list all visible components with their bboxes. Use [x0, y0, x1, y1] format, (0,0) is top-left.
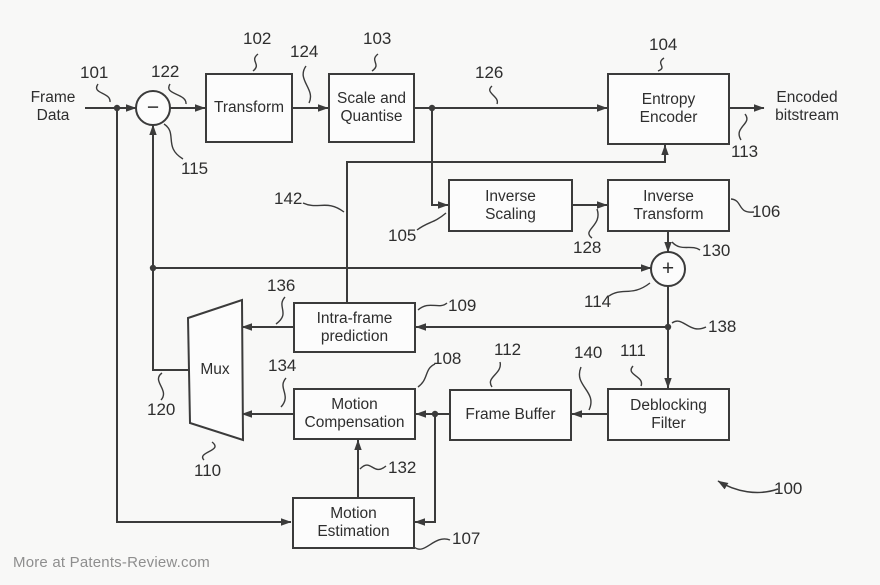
block-inverse-transform-line1: Inverse [643, 187, 694, 205]
block-inverse-scaling-line1: Inverse [485, 187, 536, 205]
ref-136: 136 [267, 276, 296, 295]
block-deblocking-filter-line2: Filter [651, 414, 686, 432]
ref-100: 100 [774, 479, 803, 498]
junction-dot [431, 410, 439, 418]
ref-134: 134 [268, 356, 297, 375]
io-frame-data-line1: Frame [30, 89, 76, 106]
block-motion-estimation-line2: Estimation [317, 523, 390, 540]
block-inverse-scaling: Inverse Scaling [448, 179, 573, 232]
junction-dot [428, 104, 436, 112]
block-intra-prediction-line1: Intra-frame [316, 309, 393, 327]
io-encoded-bitstream-line1: Encoded [776, 89, 838, 106]
ref-124: 124 [290, 42, 319, 61]
block-intra-prediction: Intra-frame prediction [293, 302, 416, 353]
ref-140: 140 [574, 343, 603, 362]
ref-110: 110 [194, 461, 222, 480]
ref-108: 108 [433, 349, 462, 368]
ref-142: 142 [274, 189, 303, 208]
block-motion-compensation-line1: Motion [331, 396, 378, 413]
ref-102: 102 [243, 29, 272, 48]
line-intra-prediction-to-entropy [346, 144, 669, 302]
block-entropy-encoder-line1: Entropy [641, 91, 696, 108]
ref-120: 120 [147, 400, 176, 419]
junction-dot [113, 104, 121, 112]
ref-138: 138 [708, 317, 737, 336]
ref-115: 115 [181, 159, 209, 178]
ref-109: 109 [448, 296, 477, 315]
block-entropy-encoder: Entropy Encoder [607, 73, 730, 145]
adder-symbol: + [661, 257, 675, 280]
line-quantised-to-inverse-scaling [431, 108, 449, 209]
block-motion-compensation: Motion Compensation [293, 388, 416, 440]
ref-132: 132 [388, 458, 417, 477]
adder-circle [650, 251, 686, 287]
subtractor-symbol: − [146, 96, 160, 119]
block-mux-label: Mux [200, 361, 230, 378]
ref-104: 104 [649, 35, 678, 54]
block-deblocking-filter: Deblocking Filter [607, 388, 730, 441]
ref-105: 105 [388, 226, 417, 245]
subtractor-circle [135, 90, 171, 126]
ref-101: 101 [80, 63, 109, 82]
junction-dots [113, 104, 672, 418]
block-deblocking-filter-line1: Deblocking [630, 396, 707, 414]
overall-reference-arrow [717, 480, 779, 494]
watermark: More at Patents-Review.com [13, 554, 210, 571]
block-scale-quantise-line1: Scale and [337, 90, 406, 107]
io-frame-data: Frame Data [24, 89, 82, 125]
ref-126: 126 [475, 63, 504, 82]
block-inverse-scaling-line2: Scaling [485, 205, 536, 223]
ref-113: 113 [731, 142, 759, 161]
ref-111: 111 [620, 341, 646, 360]
ref-112: 112 [494, 340, 522, 359]
block-frame-buffer: Frame Buffer [449, 389, 572, 441]
block-transform-label: Transform [213, 99, 285, 116]
io-encoded-bitstream-line2: bitstream [775, 107, 839, 124]
ref-106: 106 [752, 202, 781, 221]
block-intra-prediction-line2: prediction [320, 327, 389, 345]
block-frame-buffer-label: Frame Buffer [465, 406, 556, 423]
block-scale-quantise-line2: Quantise [340, 108, 403, 125]
junction-dot [149, 264, 157, 272]
ref-122: 122 [151, 62, 180, 81]
block-inverse-transform: Inverse Transform [607, 179, 730, 232]
operator-shapes [135, 90, 686, 442]
io-encoded-bitstream: Encoded bitstream [766, 89, 848, 125]
ref-107: 107 [452, 529, 481, 548]
block-motion-estimation: Motion Estimation [292, 497, 415, 549]
block-motion-compensation-line2: Compensation [304, 414, 405, 431]
reference-leader-lines [95, 53, 755, 550]
connector-lines [85, 104, 765, 526]
block-motion-estimation-line1: Motion [330, 505, 377, 522]
io-frame-data-line2: Data [36, 107, 70, 124]
ref-128: 128 [573, 238, 602, 257]
ref-130: 130 [702, 241, 731, 260]
junction-dot [664, 323, 672, 331]
block-inverse-transform-line2: Transform [633, 205, 704, 223]
block-transform: Transform [205, 73, 293, 143]
ref-103: 103 [363, 29, 392, 48]
mux-shape [186, 298, 245, 442]
line-frame-data-to-motion-estimation [116, 108, 292, 526]
line-frame-buffer-to-motion-estimation [414, 414, 436, 526]
line-mux-to-subtractor [149, 124, 188, 371]
block-scale-quantise: Scale and Quantise [328, 73, 415, 143]
block-entropy-encoder-line2: Encoder [639, 109, 698, 126]
ref-114: 114 [584, 292, 612, 311]
